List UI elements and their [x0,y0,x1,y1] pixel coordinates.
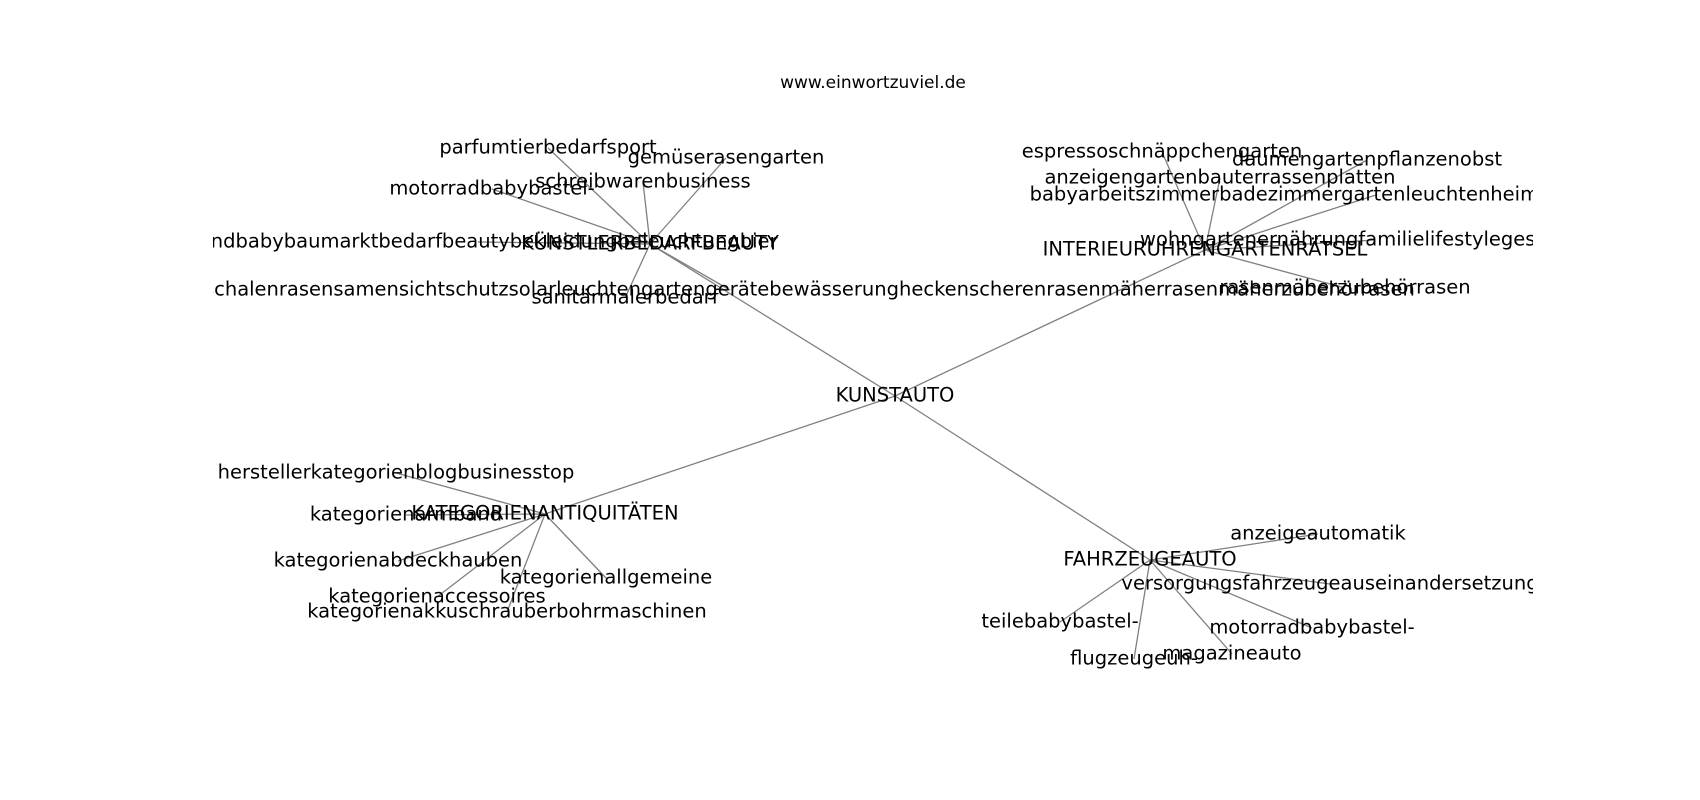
edge-h3-leaf-2 [397,513,546,562]
leaf-node-label: motorradbabybastel- [389,177,594,200]
edge-h4-leaf-1 [1149,559,1331,585]
edge-h3-leaf-4 [436,513,546,598]
edge-center-h3 [544,395,896,515]
edge-h3-leaf-3 [544,513,607,579]
leaf-node-label: gemüserasengarten [628,146,825,169]
edge-center-h2 [894,249,1206,397]
leaf-node-label: espressoschnäppchengarten [1022,140,1302,163]
edge-center-h4 [894,395,1151,561]
leaf-node-label: anzeigeautomatik [1230,522,1406,545]
edge-h2-leaf-3 [1204,194,1377,251]
leaf-node-label: schreibwarenbusiness [535,170,750,193]
edge-h1-leaf-1 [649,157,727,245]
edge-h1-leaf-0 [547,147,651,245]
leaf-node-label: kategorienarmband [310,503,502,526]
edge-h2-leaf-4 [1204,239,1376,251]
edge-h2-leaf-0 [1161,151,1206,251]
leaf-node-label: rasenmäherzubehörrasen [1219,276,1470,299]
leaf-node-label: kategorienaccessoires [328,585,545,608]
leaf-node-label: parfumtierbedarfsport [439,136,657,159]
graph-node-labels: KUNSTAUTO KÜNSTLERBEDARFBEAUTY parfumtierb… [45,136,1700,670]
edge-h3-leaf-5 [506,513,546,613]
edge-h4-leaf-4 [1149,559,1233,655]
leaf-node-label: magazineauto [1162,642,1301,665]
edge-h3-leaf-0 [395,472,546,515]
leaf-node-label: herstellerkategorienblogbusinesstop [218,461,575,484]
hub-node-label: INTERIEURUHRENGARTENRÄTSEL [1043,238,1368,261]
leaf-node-label: daumengartenpflanzenobst [1232,148,1502,171]
edge-h1-leaf-6 [624,243,651,299]
edge-h1-leaf-2 [642,181,651,245]
leaf-node-label: brandbabybaumarktbedarfbeautybekleidungb… [178,230,778,253]
edge-h1-leaf-5 [649,243,731,291]
leaf-node-label: anzeigengartenbauterrassenplatten [1044,166,1395,189]
edge-h4-leaf-5 [1133,559,1151,660]
edge-center-h1 [649,243,896,397]
leaf-node-label: sanitärmalerbedarf [531,286,719,309]
edge-h4-leaf-2 [1059,559,1151,623]
leaf-node-label: kategorienakkuschrauberbohrmaschinen [307,600,707,623]
edge-h2-leaf-5 [1204,249,1346,289]
leaf-node-label: versorgungsfahrzeugeauseinandersetzung [1121,572,1538,595]
hub-node-label: FAHRZEUGEAUTO [1063,548,1236,571]
leaf-node-label: wohngartenernährungfamilielifestylegesun… [1140,228,1610,251]
center-node-label: KUNSTAUTO [836,384,955,407]
hub-node-label: KÜNSTLERBEDARFBEAUTY [521,232,779,255]
leaf-node-label: möbeldekofeuerschalenrasensamensichtschu… [45,278,1415,301]
edge-h1-leaf-4 [477,241,651,245]
leaf-node-label: babyarbeitszimmerbadezimmergartenleuchte… [1030,183,1700,206]
hub-node-label: KATEGORIENANTIQUITÄTEN [411,502,678,525]
leaf-node-label: flugzeugeuh- [1070,647,1198,670]
edge-h4-leaf-3 [1149,559,1313,629]
graph-title: www.einwortzuviel.de [780,73,966,93]
edge-h2-leaf-1 [1204,159,1368,251]
edge-h1-leaf-3 [491,188,651,245]
leaf-node-label: kategorienallgemeine [500,566,713,589]
leaf-node-label: teilebabybastel- [981,610,1138,633]
edge-h3-leaf-1 [405,513,546,516]
leaf-node-label: motorradbabybastel- [1209,616,1414,639]
edge-h4-leaf-0 [1149,533,1319,561]
edge-h2-leaf-2 [1204,177,1221,251]
graph-edges [395,147,1377,660]
leaf-node-label: kategorienabdeckhauben [274,549,523,572]
